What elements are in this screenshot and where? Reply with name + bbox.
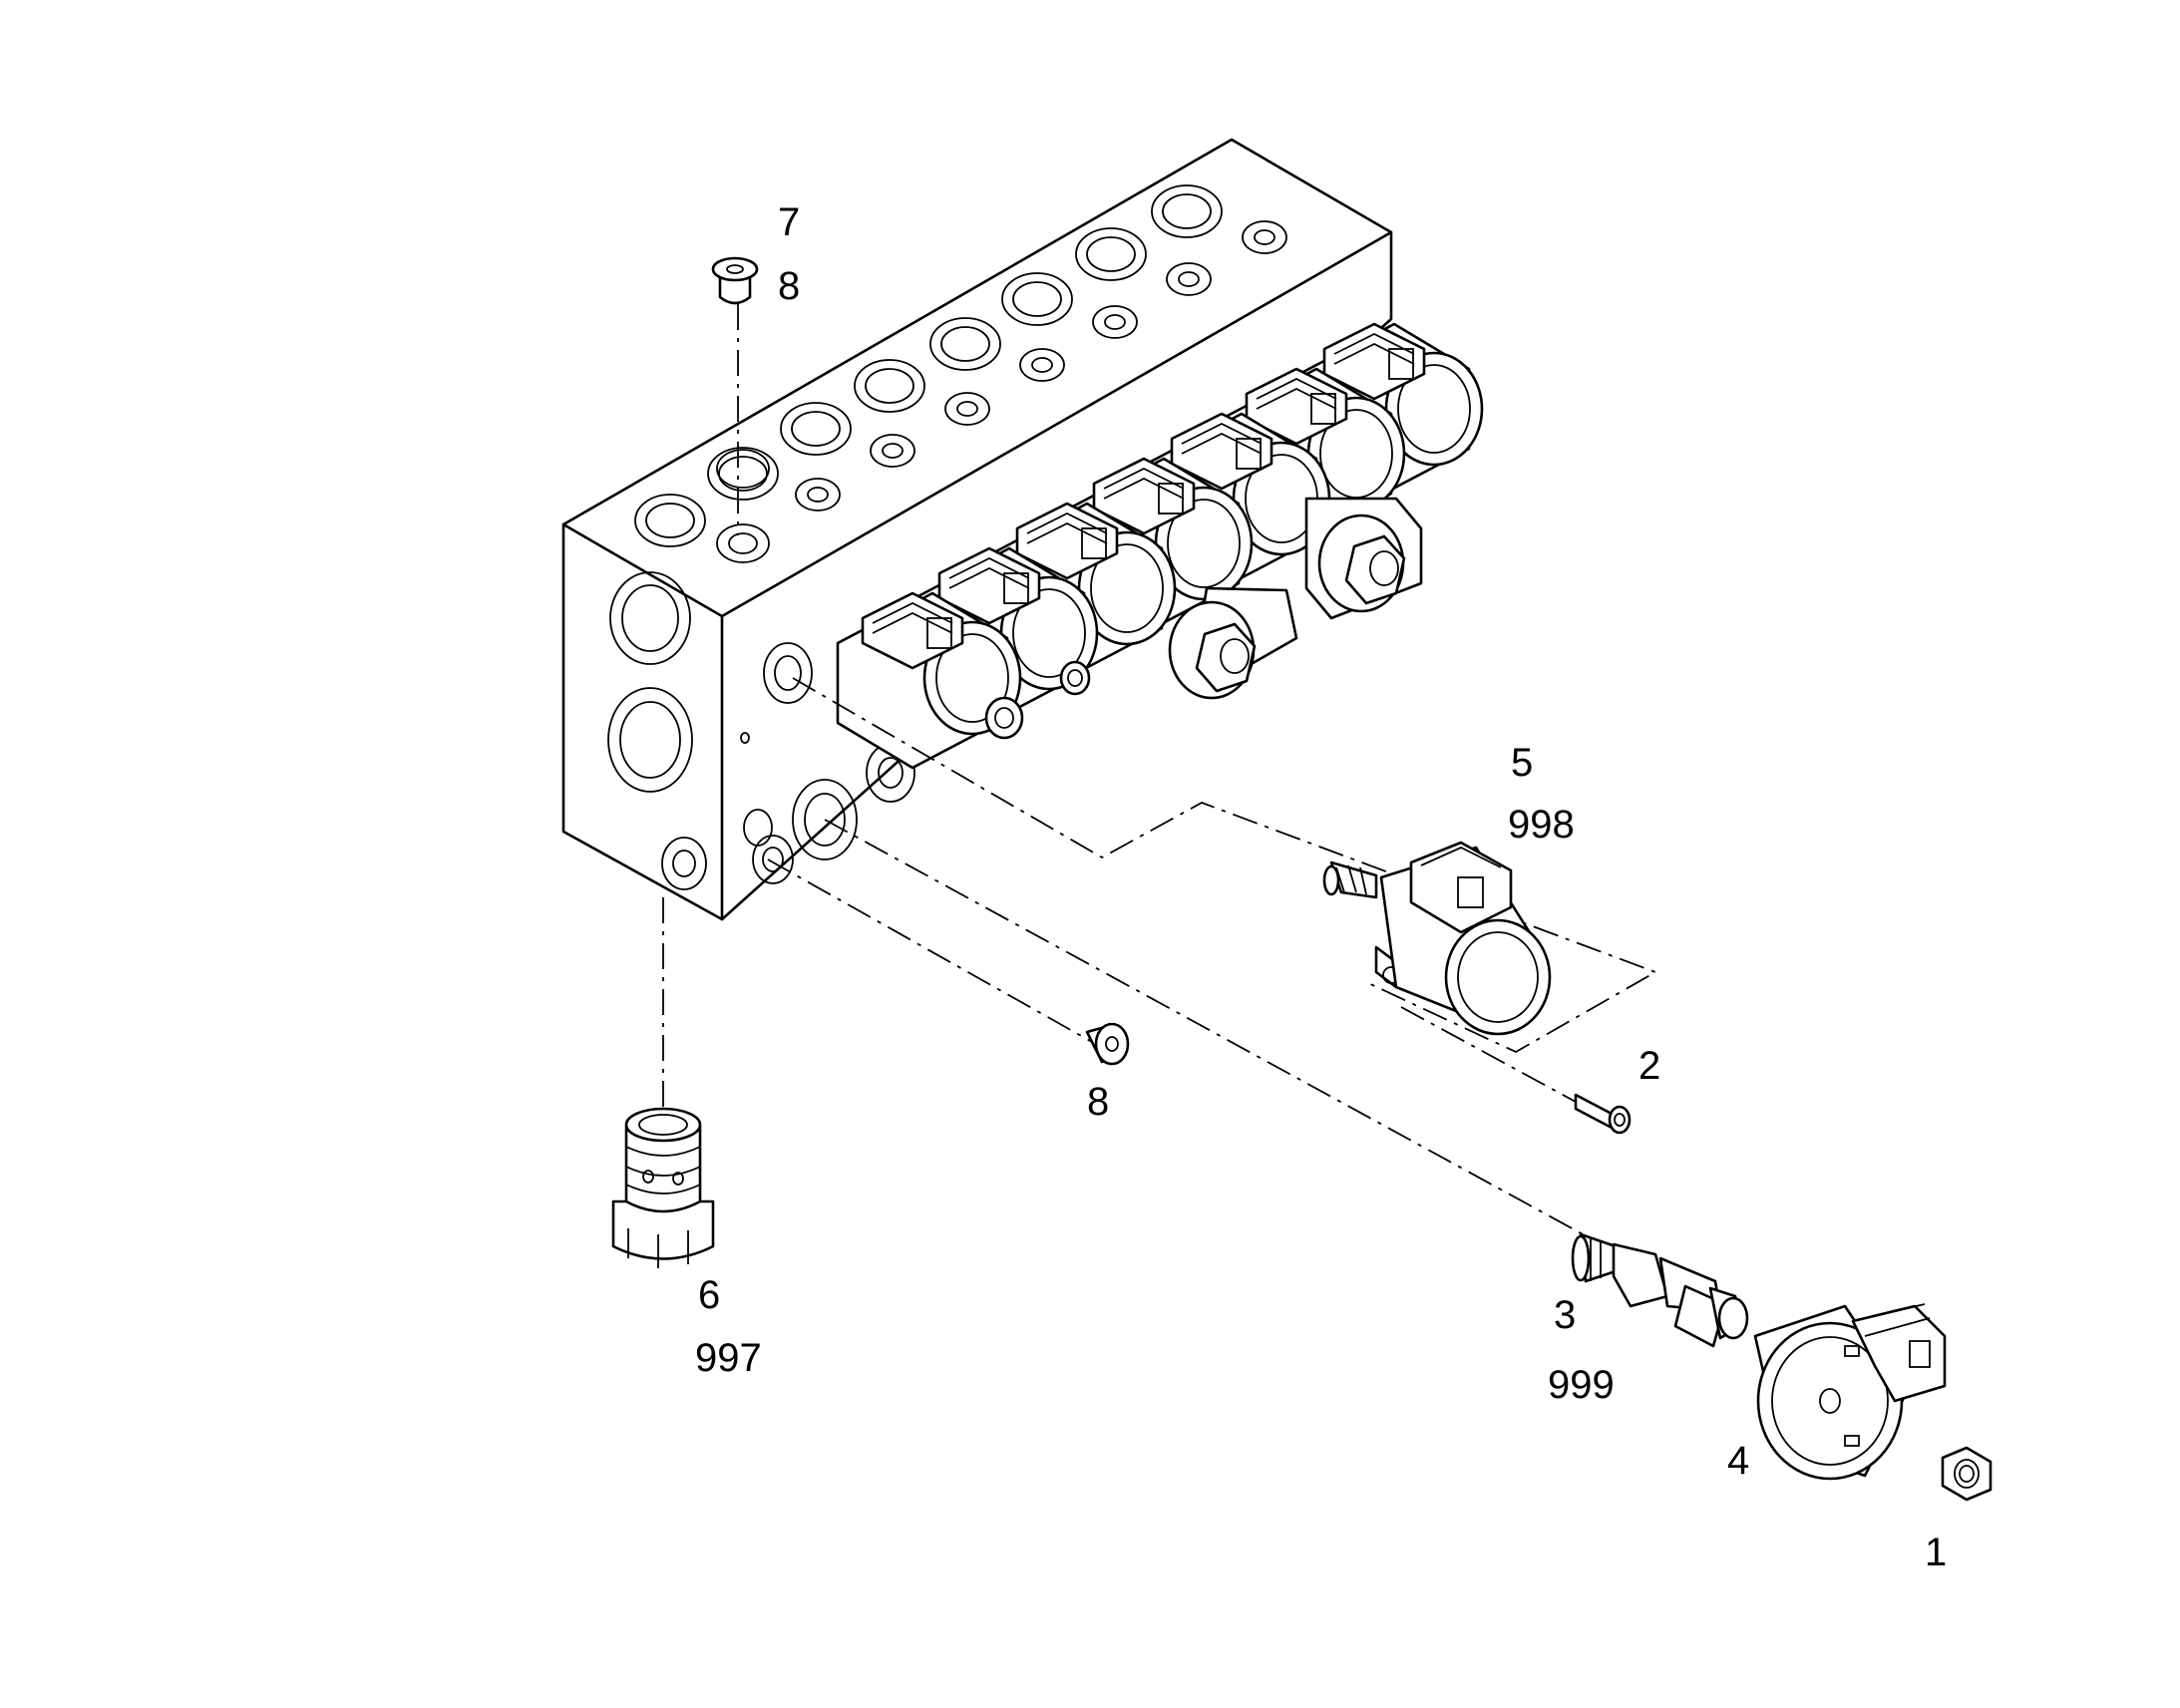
lower-valve-cartridges [1168,497,1423,700]
callout-1: 1 [1925,1531,1947,1574]
callout-3: 3 [1554,1293,1576,1337]
nut-part-1 [1941,1446,1993,1502]
valve-stem-part-3 [1571,1232,1749,1348]
callout-4: 4 [1727,1439,1749,1483]
callout-8-middle: 8 [1087,1080,1109,1124]
callout-999: 999 [1548,1363,1615,1407]
valve-block [561,138,1484,921]
callout-8-top: 8 [778,264,800,308]
callouts: 7 8 5 998 2 8 6 997 3 999 4 1 [695,200,1947,1574]
cartridge-part-6 [611,1107,715,1268]
callout-997: 997 [695,1336,762,1380]
bolt-part-2 [1574,1093,1632,1135]
block-plug-front [984,660,1091,740]
callout-5: 5 [1511,741,1533,785]
end-face-ports [607,571,750,890]
top-ports [634,184,1287,563]
callout-6: 6 [698,1273,720,1317]
coil-part-4 [1753,1303,1947,1481]
solenoid-valve-part-5 [1322,841,1552,1036]
callout-2: 2 [1638,1044,1660,1088]
plug-part-8-top [711,256,759,305]
callout-7: 7 [778,200,800,244]
callout-998: 998 [1508,803,1575,847]
plug-part-8-middle [1085,1022,1130,1066]
